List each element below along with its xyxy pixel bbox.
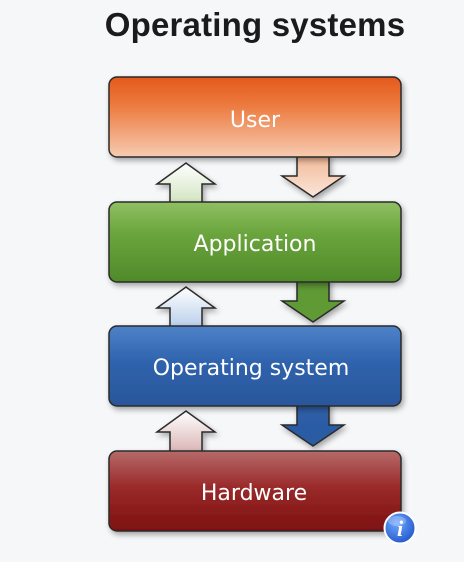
arrow-down-user-to-application [279,154,347,198]
layer-operating-system: Operating system [108,325,402,407]
layer-label-hardware: Hardware [201,481,307,506]
layer-label-application: Application [194,232,317,257]
arrow-up-os-to-application [154,286,218,331]
arrow-up-hardware-to-os [154,410,218,455]
layer-label-user: User [230,108,281,133]
layer-hardware: Hardware [108,450,402,532]
layer-user: User [108,76,402,158]
layer-application: Application [108,201,402,283]
info-icon: i [383,511,417,545]
info-button[interactable]: i [383,511,417,545]
arrow-down-os-to-hardware [279,403,347,447]
layer-label-operating-system: Operating system [153,356,350,381]
page-title: Operating systems [104,6,406,43]
arrow-down-application-to-os [279,279,347,323]
info-glyph: i [397,516,404,541]
arrow-up-application-to-user [154,162,218,206]
